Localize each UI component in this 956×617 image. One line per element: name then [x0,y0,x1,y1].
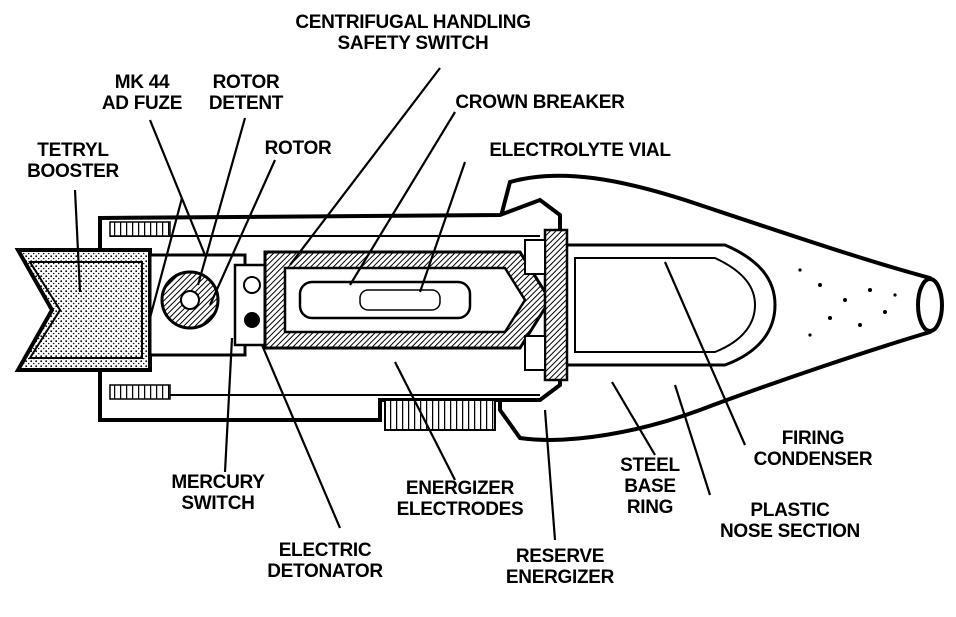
leader-lines [73,67,747,541]
nose-texture [798,268,897,337]
steel-base-ring [543,228,569,382]
label-rotor: ROTOR [264,138,332,159]
body-thread [384,399,496,431]
label-crown-breaker: CROWN BREAKER [455,92,625,113]
label-electrolyte-vial: ELECTROLYTE VIAL [489,140,671,161]
nose-tip [916,277,944,333]
